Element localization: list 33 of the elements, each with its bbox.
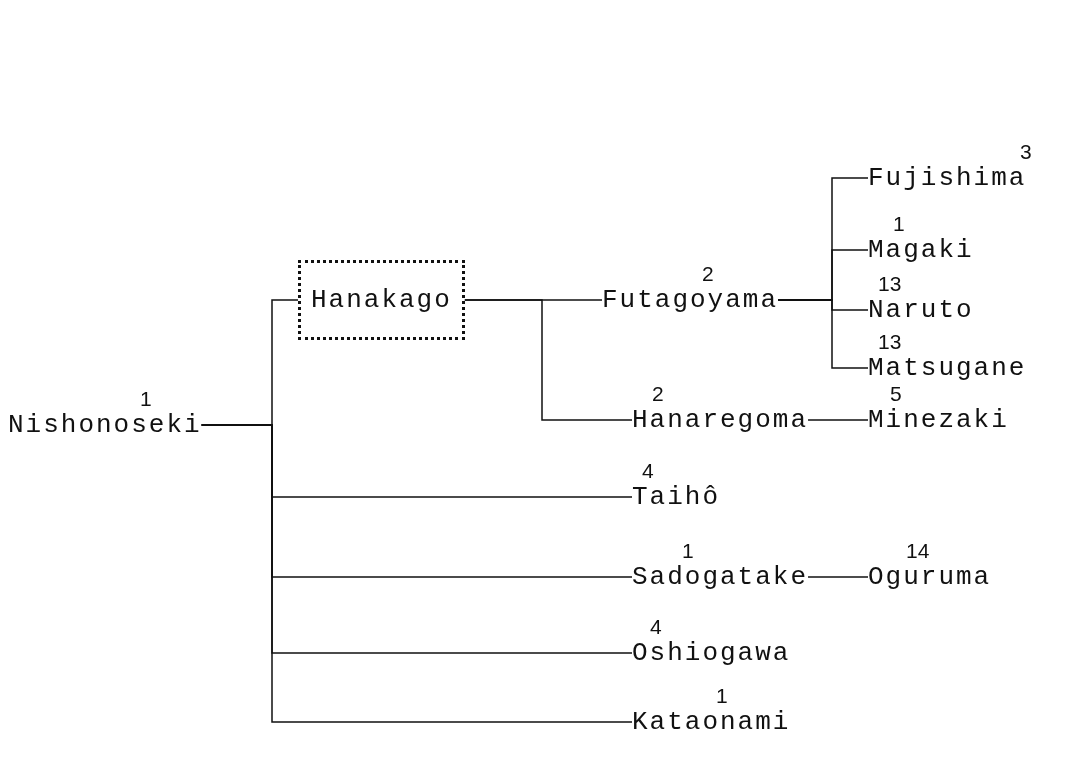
connector-line	[200, 424, 633, 723]
name-label: Matsugane	[868, 353, 1027, 383]
rank-number: 1	[682, 540, 694, 561]
name-label: Fujishima	[868, 163, 1027, 193]
rank-number: 4	[642, 460, 654, 481]
name-label: Sadogatake	[632, 562, 809, 592]
name-label: Magaki	[868, 235, 974, 265]
rank-number: 5	[890, 383, 902, 404]
connector-line	[807, 576, 869, 578]
rank-number: 1	[140, 388, 152, 409]
name-label: Minezaki	[868, 405, 1009, 435]
connector-line	[777, 299, 869, 369]
rank-number: 4	[650, 616, 662, 637]
dotted-box	[298, 260, 465, 340]
rank-number: 3	[1020, 141, 1032, 162]
name-label: Nishonoseki	[8, 410, 202, 440]
name-label: Futagoyama	[602, 285, 779, 315]
name-label: Hanaregoma	[632, 405, 809, 435]
name-label: Oshiogawa	[632, 638, 791, 668]
name-label: Oguruma	[868, 562, 992, 592]
rank-number: 13	[878, 331, 902, 352]
rank-number: 2	[702, 263, 714, 284]
rank-number: 14	[906, 540, 930, 561]
rank-number: 1	[716, 685, 728, 706]
rank-number: 1	[893, 213, 905, 234]
rank-number: 13	[878, 273, 902, 294]
name-label: Naruto	[868, 295, 974, 325]
name-label: Hanakago	[311, 285, 452, 315]
connector-line	[464, 299, 633, 421]
name-label: Kataonami	[632, 707, 791, 737]
rank-number: 2	[652, 383, 664, 404]
connector-line	[807, 419, 869, 421]
name-label: Taihô	[632, 482, 720, 512]
